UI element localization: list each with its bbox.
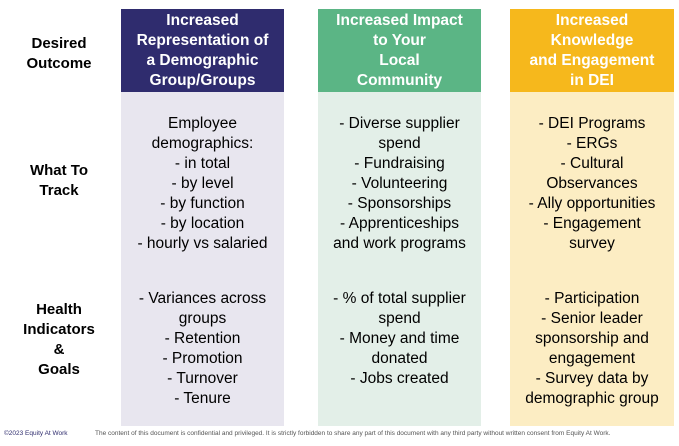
column-body: Employee demographics: - in total - by l… bbox=[121, 92, 284, 426]
track-line: - Diverse supplier bbox=[339, 115, 460, 132]
row-label-desired-outcome: Desired Outcome bbox=[0, 34, 118, 74]
health-line: donated bbox=[371, 350, 428, 367]
track-line: Observances bbox=[546, 175, 638, 192]
health-line: sponsorship and bbox=[535, 330, 649, 347]
track-line: - Fundraising bbox=[354, 155, 445, 172]
track-line: - Engagement bbox=[543, 215, 641, 232]
header-line: and Engagement bbox=[529, 51, 655, 69]
row-label-what-to-track: What To Track bbox=[0, 161, 118, 201]
track-line: - by level bbox=[171, 175, 234, 192]
track-line: survey bbox=[569, 235, 615, 252]
health-line: - Survey data by bbox=[535, 370, 649, 387]
header-line: Knowledge bbox=[550, 31, 634, 49]
health-line: - Variances across bbox=[138, 290, 267, 307]
header-line: Community bbox=[356, 71, 443, 89]
track-line: - Apprenticeships bbox=[340, 215, 459, 232]
track-line: - Volunteering bbox=[351, 175, 448, 192]
row-label-line: What To bbox=[29, 162, 89, 179]
row-label-line: Outcome bbox=[26, 55, 92, 72]
health-line: spend bbox=[378, 310, 421, 327]
row-label-line: Desired bbox=[31, 35, 87, 52]
track-line: - ERGs bbox=[566, 135, 618, 152]
column-header: Increased Knowledge and Engagement in DE… bbox=[510, 9, 674, 92]
track-line: - Cultural bbox=[560, 155, 624, 172]
header-line: Representation of bbox=[136, 31, 269, 49]
health-cell: - Variances across groups - Retention - … bbox=[121, 289, 284, 409]
track-line: - by function bbox=[160, 195, 245, 212]
column-body: - DEI Programs - ERGs - Cultural Observa… bbox=[510, 92, 674, 426]
track-line: - Sponsorships bbox=[347, 195, 452, 212]
health-cell: - % of total supplier spend - Money and … bbox=[318, 289, 481, 389]
header-line: in DEI bbox=[570, 71, 614, 89]
track-cell: - DEI Programs - ERGs - Cultural Observa… bbox=[510, 114, 674, 254]
track-line: and work programs bbox=[333, 235, 466, 252]
health-line: - Senior leader bbox=[541, 310, 643, 327]
track-line: Employee bbox=[168, 115, 237, 132]
header-line: Increased Impact bbox=[336, 11, 463, 29]
row-label-line: Health bbox=[36, 301, 82, 318]
track-line: - DEI Programs bbox=[538, 115, 646, 132]
health-line: - Participation bbox=[544, 290, 640, 307]
health-cell: - Participation - Senior leader sponsors… bbox=[510, 289, 674, 409]
track-line: demographics: bbox=[151, 135, 254, 152]
health-line: engagement bbox=[548, 350, 636, 367]
health-line: - Retention bbox=[164, 330, 241, 347]
health-line: - Jobs created bbox=[350, 370, 449, 387]
header-line: a Demographic bbox=[146, 51, 259, 69]
health-line: - % of total supplier bbox=[333, 290, 466, 307]
track-line: spend bbox=[378, 135, 421, 152]
health-line: - Promotion bbox=[162, 350, 243, 367]
track-line: - Ally opportunities bbox=[528, 195, 656, 212]
header-line: Local bbox=[379, 51, 420, 69]
health-line: - Turnover bbox=[167, 370, 238, 387]
health-line: - Money and time bbox=[339, 330, 460, 347]
column-header: Increased Representation of a Demographi… bbox=[121, 9, 284, 92]
column-local-community-impact: Increased Impact to Your Local Community… bbox=[318, 9, 481, 426]
row-label-line: Indicators bbox=[23, 321, 95, 338]
column-body: - Diverse supplier spend - Fundraising -… bbox=[318, 92, 481, 426]
health-line: - Tenure bbox=[174, 390, 231, 407]
track-line: - hourly vs salaried bbox=[137, 235, 268, 252]
track-line: - by location bbox=[160, 215, 245, 232]
footer-copyright: ©2023 Equity At Work bbox=[4, 430, 68, 437]
row-label-line: Goals bbox=[38, 361, 80, 378]
track-line: - in total bbox=[174, 155, 231, 172]
row-label-health-indicators: Health Indicators & Goals bbox=[0, 300, 118, 380]
track-cell: Employee demographics: - in total - by l… bbox=[121, 114, 284, 254]
row-label-line: Track bbox=[39, 182, 79, 199]
column-demographic-representation: Increased Representation of a Demographi… bbox=[121, 9, 284, 426]
column-header: Increased Impact to Your Local Community bbox=[318, 9, 481, 92]
header-line: to Your bbox=[373, 31, 426, 49]
header-line: Increased bbox=[166, 11, 239, 29]
column-dei-knowledge-engagement: Increased Knowledge and Engagement in DE… bbox=[510, 9, 674, 426]
row-label-line: & bbox=[53, 341, 65, 358]
health-line: groups bbox=[178, 310, 227, 327]
header-line: Group/Groups bbox=[149, 71, 256, 89]
track-cell: - Diverse supplier spend - Fundraising -… bbox=[318, 114, 481, 254]
footer-confidentiality-notice: The content of this document is confiden… bbox=[95, 430, 611, 437]
health-line: demographic group bbox=[525, 390, 659, 407]
header-line: Increased bbox=[555, 11, 629, 29]
